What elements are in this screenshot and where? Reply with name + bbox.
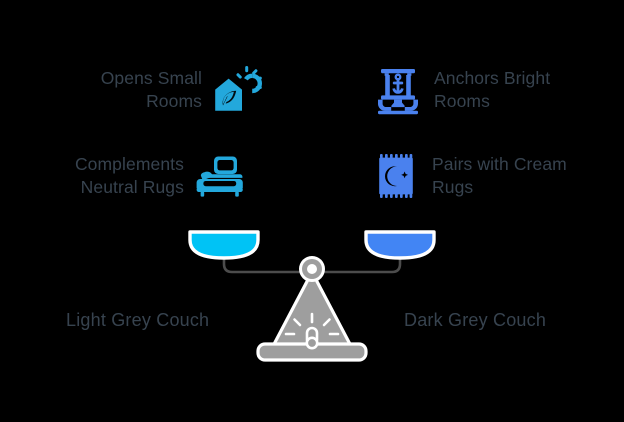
rug-moon-star-icon: [370, 150, 422, 202]
balance-scale: [0, 216, 624, 376]
right-side-title: Dark Grey Couch: [404, 310, 547, 330]
lamp-glow-icon: [284, 312, 340, 336]
anchor-pedestal-icon: [372, 64, 424, 116]
left-scale-pan: [188, 230, 260, 260]
house-leaf-sun-icon: [212, 64, 264, 116]
feature-item-complements-neutral-rugs: Complements Neutral Rugs: [44, 150, 246, 202]
armchair-sofa-icon: [194, 150, 246, 202]
left-side-title: Light Grey Couch: [66, 310, 210, 330]
pivot-ring-icon: [307, 264, 317, 274]
feature-label: Anchors Bright Rooms: [434, 67, 551, 111]
feature-label: Complements Neutral Rugs: [74, 153, 184, 197]
lamp-bulb: [305, 336, 319, 350]
feature-label: Pairs with Cream Rugs: [432, 153, 567, 197]
feature-item-anchors-bright-rooms: Anchors Bright Rooms: [372, 64, 584, 116]
feature-item-pairs-with-cream-rugs: Pairs with Cream Rugs: [370, 150, 582, 202]
right-scale-pan: [364, 230, 436, 260]
feature-label: Opens Small Rooms: [100, 67, 202, 111]
feature-item-opens-small-rooms: Opens Small Rooms: [62, 64, 264, 116]
